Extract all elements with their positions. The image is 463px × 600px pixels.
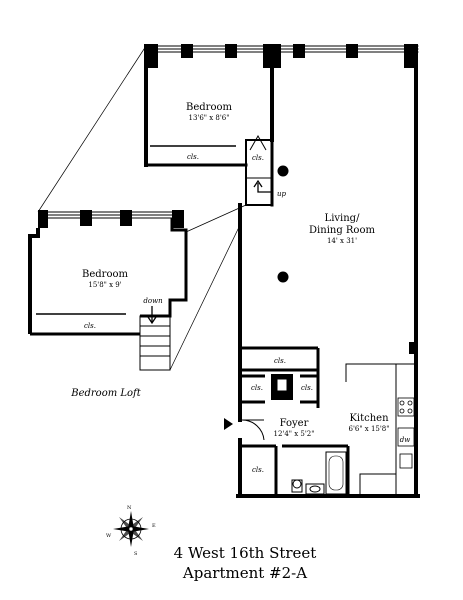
dishwasher-label: dw [400, 436, 410, 444]
column-2 [277, 271, 289, 283]
living-name-line2: Dining Room [309, 225, 375, 236]
foyer-dims: 12'4" x 5'2" [274, 430, 315, 438]
stove [397, 397, 415, 417]
central-closets [240, 346, 320, 408]
upper-bedroom-closet-label: cls. [187, 153, 199, 161]
foyer-name: Foyer [280, 418, 309, 429]
compass-rose-icon: N S E W [106, 505, 156, 557]
toilet [291, 479, 303, 493]
left-closet-label: cls. [251, 384, 263, 392]
projection-lines [37, 45, 247, 371]
kitchen-sink [399, 453, 413, 469]
right-pier [409, 342, 417, 354]
bath-sink [305, 483, 325, 495]
compass-s: S [134, 551, 138, 557]
loft-closet-label: cls. [84, 322, 96, 330]
up-label: up [277, 190, 287, 198]
dishwasher [397, 427, 415, 447]
column-1 [277, 165, 289, 177]
compass-w: W [106, 533, 112, 539]
bathtub-inner [328, 455, 344, 491]
address-line-1: 4 West 16th Street [174, 544, 317, 562]
upper-bedroom-name: Bedroom [186, 102, 232, 113]
stair-closet [246, 134, 272, 179]
chimney-flue [276, 378, 288, 392]
right-closet-label: cls. [301, 384, 313, 392]
down-label: down [143, 297, 163, 305]
entry-arrow-icon [224, 418, 233, 430]
living-name-line1: Living/ [325, 213, 361, 224]
window-piers-top [146, 44, 418, 68]
loft-bedroom-name: Bedroom [82, 269, 128, 280]
lower-walls [240, 444, 350, 496]
loft-bedroom-dims: 15'8" x 9' [88, 281, 121, 289]
window-piers-loft [38, 210, 184, 228]
kitchen-dims: 6'6" x 15'8" [349, 425, 390, 433]
kitchen-counters [345, 363, 414, 496]
stair-closet-label: cls. [252, 154, 264, 162]
lower-closet-label: cls. [252, 466, 264, 474]
bathtub [325, 451, 347, 495]
central-closet-label: cls. [274, 357, 286, 365]
kitchen-name: Kitchen [349, 413, 389, 424]
compass-n: N [127, 505, 132, 511]
loft-stair [139, 315, 171, 371]
loft-caption: Bedroom Loft [70, 388, 142, 399]
living-dims: 14' x 31' [327, 237, 357, 245]
down-arrow-icon [147, 306, 157, 325]
compass-e: E [152, 523, 156, 529]
up-arrow-icon [253, 179, 272, 193]
upper-bedroom-dims: 13'6" x 8'6" [189, 114, 230, 122]
foyer-door [241, 419, 265, 441]
address-line-2: Apartment #2-A [182, 564, 307, 582]
